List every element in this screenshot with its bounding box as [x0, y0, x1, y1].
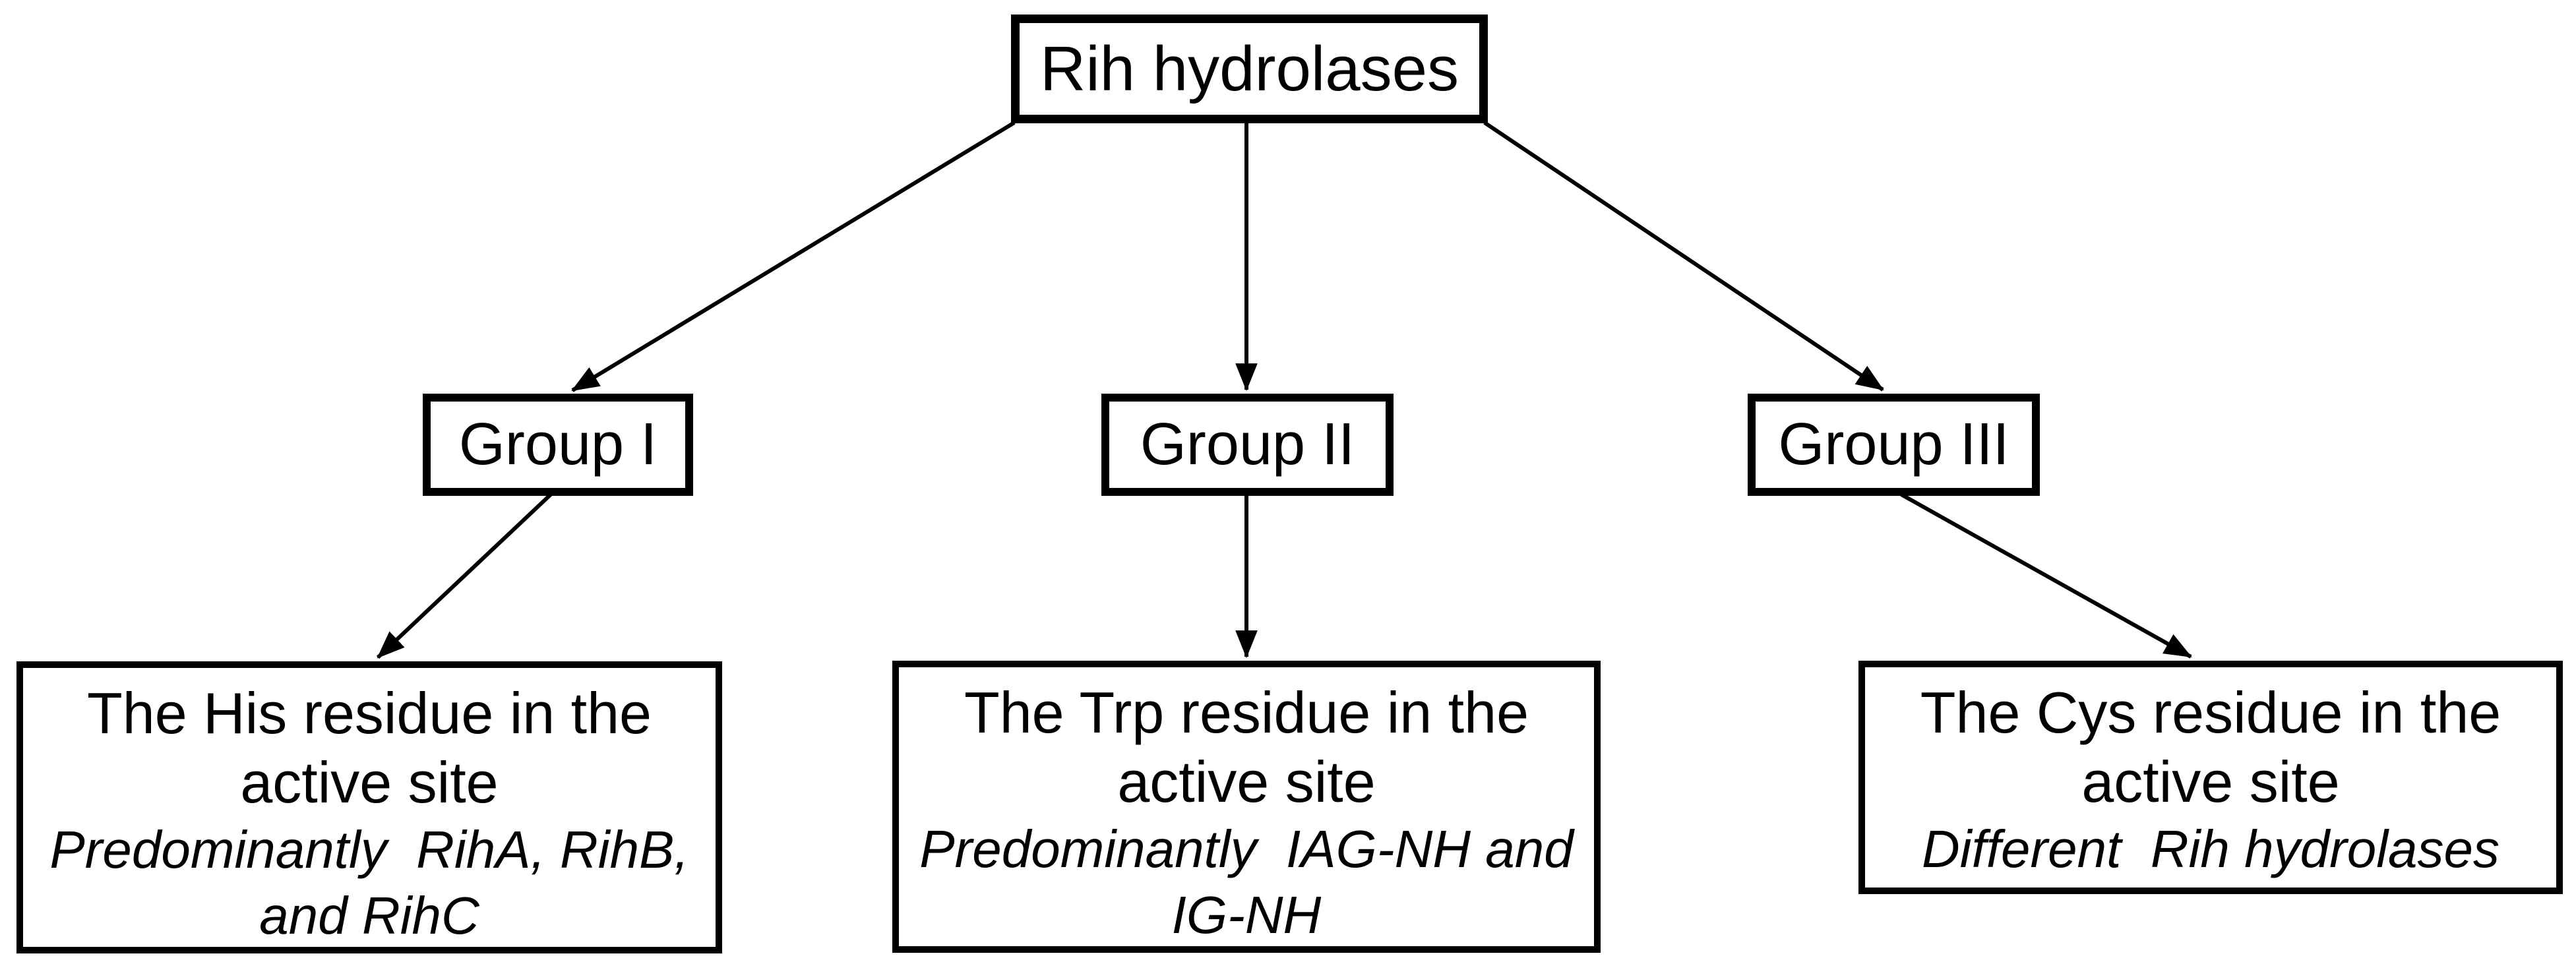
leaf-2-note: Predominantly IAG-NH and IG-NH	[919, 816, 1574, 948]
leaf-1-note-line-2: and RihC	[259, 886, 479, 945]
arrow-root-to-group1	[571, 121, 1016, 392]
node-rih-hydrolases-label: Rih hydrolases	[1040, 33, 1459, 104]
leaf-1-note-line-1: Predominantly RihA, RihB,	[49, 820, 689, 879]
leaf-2-note-line-2: IG-NH	[1171, 886, 1322, 944]
arrow-group3-to-leaf3	[1900, 493, 2192, 659]
leaf-3-title: The Cys residue in the active site	[1920, 678, 2501, 816]
node-rih-hydrolases: Rih hydrolases	[1011, 15, 1488, 123]
leaf-1-title: The His residue in the active site	[87, 678, 652, 817]
leaf-2-note-line-1: Predominantly IAG-NH and	[919, 820, 1574, 878]
arrow-group1-to-leaf1	[376, 493, 553, 659]
node-group-1-description: The His residue in the active site Predo…	[16, 661, 722, 953]
node-group-2-label: Group II	[1140, 411, 1355, 477]
node-group-2: Group II	[1101, 394, 1394, 496]
node-group-1-label: Group I	[458, 411, 658, 477]
leaf-3-title-line-1: The Cys residue in the	[1920, 680, 2501, 745]
leaf-1-title-line-2: active site	[240, 750, 499, 815]
leaf-2-title-line-1: The Trp residue in the	[964, 680, 1529, 745]
leaf-2-title-line-2: active site	[1117, 749, 1376, 814]
leaf-2-title: The Trp residue in the active site	[964, 678, 1529, 816]
node-group-3-label: Group III	[1778, 411, 2009, 477]
leaf-1-note: Predominantly RihA, RihB, and RihC	[49, 817, 689, 949]
node-group-3: Group III	[1748, 394, 2040, 496]
node-group-2-description: The Trp residue in the active site Predo…	[892, 661, 1601, 953]
leaf-3-note: Different Rih hydrolases	[1922, 816, 2499, 882]
leaf-1-title-line-1: The His residue in the	[87, 680, 652, 746]
node-group-3-description: The Cys residue in the active site Diffe…	[1858, 661, 2563, 894]
node-group-1: Group I	[423, 394, 693, 496]
leaf-3-title-line-2: active site	[2081, 749, 2340, 814]
leaf-3-note-line-1: Different Rih hydrolases	[1922, 820, 2499, 878]
arrow-root-to-group3	[1483, 121, 1884, 392]
